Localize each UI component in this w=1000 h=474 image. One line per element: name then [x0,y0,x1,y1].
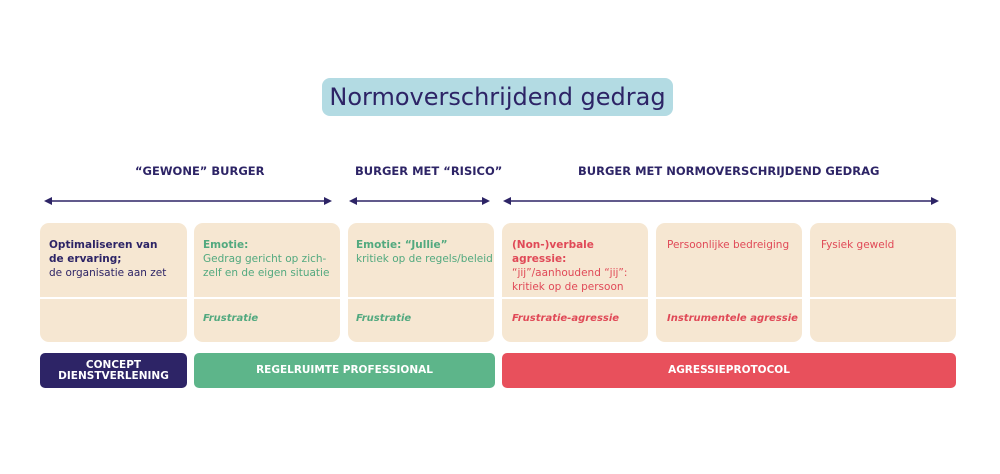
card-fysiek-geweld [810,223,956,342]
card-optimaliseren [40,223,187,342]
card-emotie-zelf [194,223,340,342]
card-line: kritiek op de persoon [512,281,624,293]
card-line: “jij”/aanhoudend “jij”: [512,267,628,279]
card-line: Emotie: “Jullie” [356,239,448,251]
card-optimaliseren-text: Optimaliseren van de ervaring; de organi… [49,238,183,280]
card-line: (Non-)verbale agressie: [512,239,594,265]
card-verbale-agressie-text: (Non-)verbale agressie: “jij”/aanhoudend… [512,238,646,294]
card-line: Gedrag gericht op zich- [203,253,327,265]
card-line: Optimaliseren van [49,239,158,251]
card-fysiek-geweld-text: Fysiek geweld [821,238,951,252]
group-label-burger-normoverschrijdend: BURGER MET NORMOVERSCHRIJDEND GEDRAG [578,164,880,178]
card-line: Emotie: [203,239,249,251]
bar-line: CONCEPT [85,358,142,371]
bar-agressieprotocol: AGRESSIEPROTOCOL [502,353,956,388]
card-persoonlijke-bedreiging [656,223,802,342]
arrow-head-right-2 [482,197,490,205]
card-emotie-zelf-frustratie: Frustratie [203,313,259,324]
card-divider [194,297,340,299]
group-label-burger-met-risico: BURGER MET “RISICO” [355,164,503,178]
arrow-head-right-3 [931,197,939,205]
card-line: kritiek op de regels/beleid [356,253,493,265]
arrow-head-left-1 [44,197,52,205]
bar-regelruimte-professional: REGELRUIMTE PROFESSIONAL [194,353,495,388]
card-line: de organisatie aan zet [49,267,167,279]
card-persoonlijke-bedreiging-bottom: Instrumentele agressie [667,313,798,324]
card-divider [348,297,494,299]
arrow-head-right-1 [324,197,332,205]
group-label-gewone-burger: “GEWONE” BURGER [135,164,265,178]
card-divider [40,297,187,299]
card-verbale-agressie [502,223,648,342]
diagram-title: Normoverschrijdend gedrag [322,78,673,116]
arrow-head-left-2 [349,197,357,205]
card-emotie-jullie-text: Emotie: “Jullie” kritiek op de regels/be… [356,238,494,266]
card-divider [656,297,802,299]
card-divider [502,297,648,299]
card-line: Fysiek geweld [821,239,895,251]
card-divider [810,297,956,299]
arrow-head-left-3 [503,197,511,205]
card-emotie-zelf-text: Emotie: Gedrag gericht op zich- zelf en … [203,238,337,280]
card-line: de ervaring; [49,253,122,265]
bar-concept-dienstverlening: CONCEPT DIENSTVERLENING [40,353,187,388]
card-emotie-jullie [348,223,494,342]
bar-line: DIENSTVERLENING [58,369,169,382]
card-line: zelf en de eigen situatie [203,267,330,279]
card-emotie-jullie-frustratie: Frustratie [356,313,412,324]
card-persoonlijke-bedreiging-text: Persoonlijke bedreiging [667,238,801,252]
card-line: Persoonlijke bedreiging [667,239,790,251]
card-verbale-agressie-bottom: Frustratie-agressie [512,313,620,324]
